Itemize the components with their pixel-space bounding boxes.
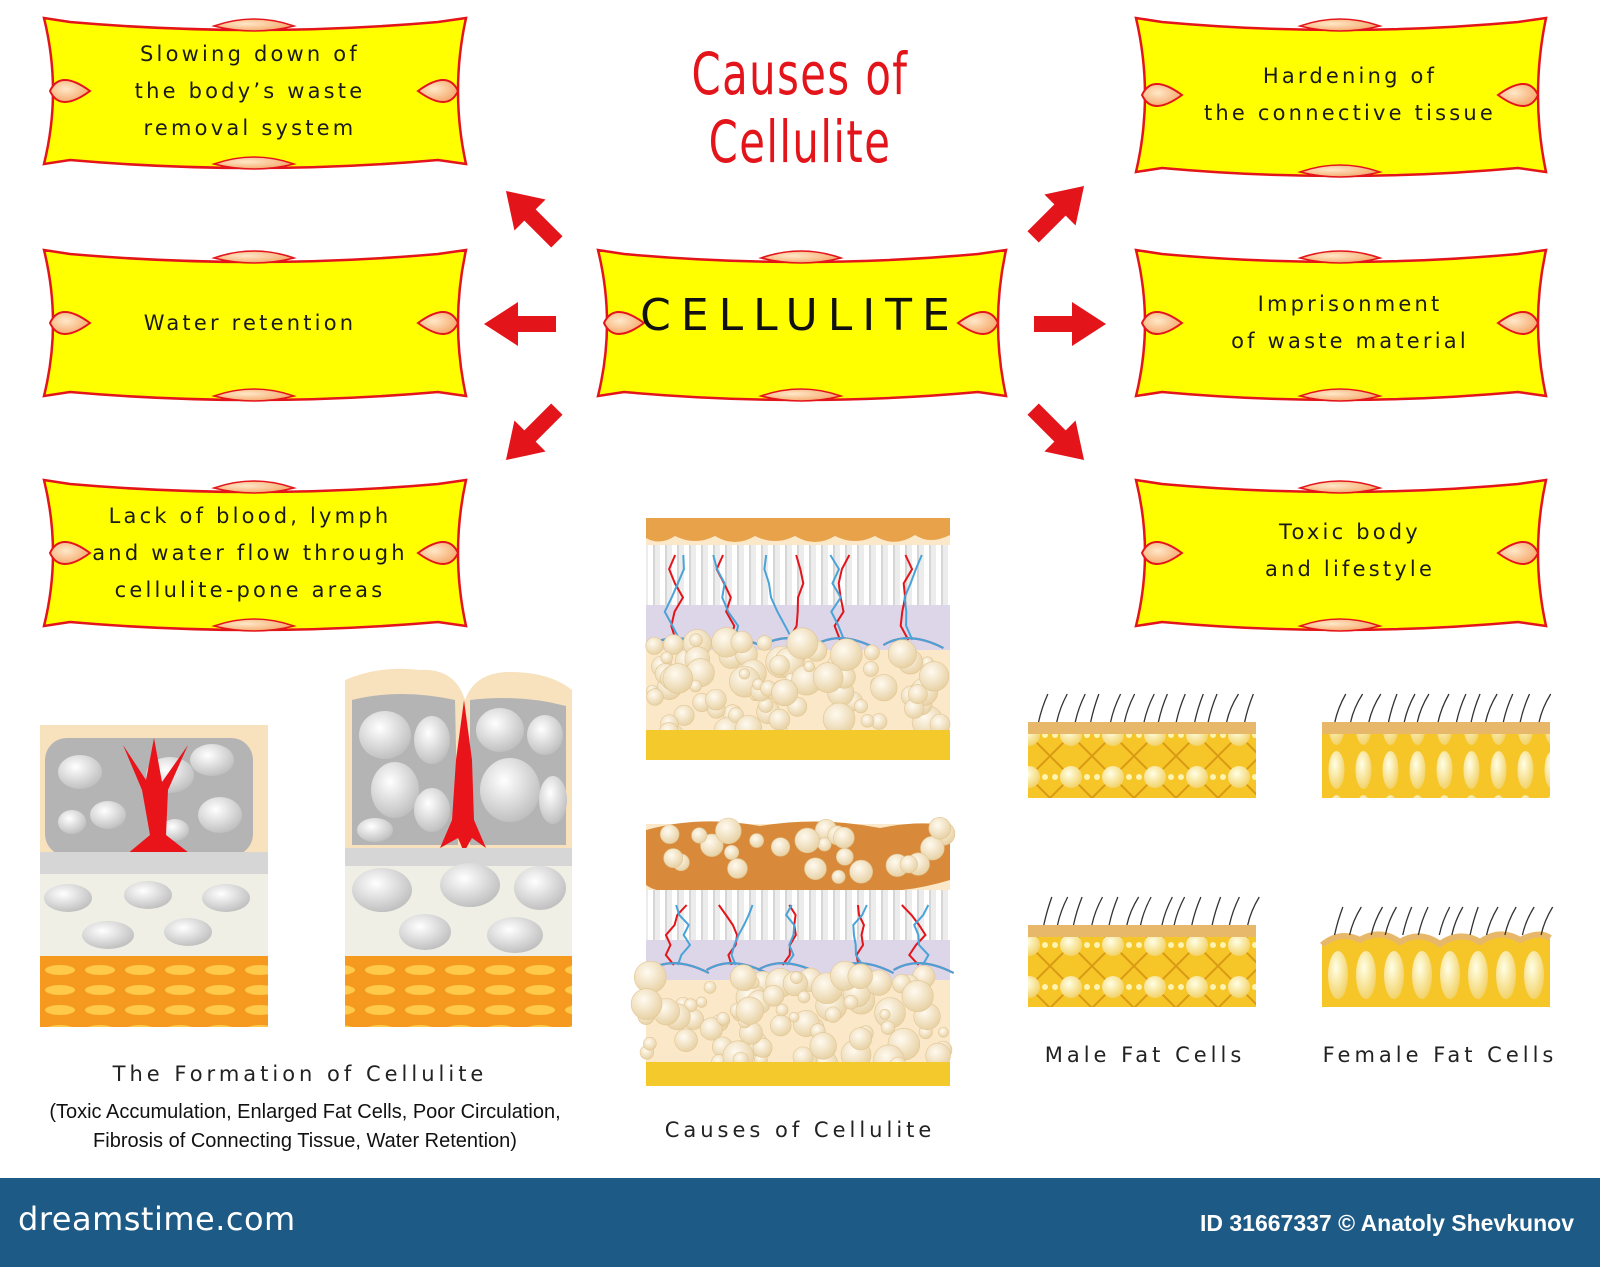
arrow-up-left [505, 190, 563, 248]
cause-banner-water-retention: Water retention [143, 310, 357, 335]
female-fat-cells-caption: Female Fat Cells [1322, 1043, 1558, 1067]
female-fat-cells-illustrations [1320, 722, 1552, 1007]
red-arrows [484, 185, 1106, 461]
cause-banner-blood-lymph-flow: Lack of blood, lymph and water flow thro… [92, 503, 408, 602]
banner-shape-left-1 [42, 16, 468, 170]
banner-shape-left-2 [42, 248, 468, 402]
banner-shape-center [596, 248, 1008, 402]
male-fat-cells-caption: Male Fat Cells [1044, 1043, 1246, 1067]
footer-logo[interactable]: dreamstime.com [18, 1200, 296, 1238]
cause-banner-waste-material: Imprisonment of waste material [1231, 292, 1469, 353]
banner-shape-right-1 [1134, 16, 1548, 178]
footer-bar: dreamstime.com ID 31667337 © Anatoly She… [0, 1178, 1600, 1267]
banner-shape-right-2 [1134, 248, 1548, 402]
formation-caption: The Formation of Cellulite [112, 1062, 488, 1086]
page-title: Causes of Cellulite [691, 40, 909, 176]
arrow-right [1034, 302, 1106, 346]
formation-illustration-normal [40, 725, 268, 1027]
causes-caption: Causes of Cellulite [664, 1118, 936, 1142]
male-fat-cells-illustrations [1028, 722, 1256, 1007]
skin-cross-section-normal [645, 518, 951, 760]
footer-image-id: ID 31667337 © Anatoly Shevkunov [1199, 1210, 1574, 1236]
banner-shape-right-3 [1134, 478, 1548, 632]
arrow-down-left [505, 403, 563, 461]
skin-hairs [1037, 693, 1554, 936]
banner-shape-left-3 [42, 478, 468, 632]
formation-illustration-cellulite [345, 668, 572, 1027]
cause-banner-waste-removal: Slowing down of the body’s waste removal… [134, 41, 366, 140]
banner-scrolls [42, 16, 1548, 632]
formation-subcaption: (Toxic Accumulation, Enlarged Fat Cells,… [49, 1101, 561, 1152]
cause-banner-connective-tissue: Hardening of the connective tissue [1203, 64, 1497, 125]
skin-cross-section-cellulite [630, 817, 956, 1086]
arrow-up-right [1027, 185, 1085, 243]
cause-banner-toxic-lifestyle: Toxic body and lifestyle [1264, 520, 1436, 581]
arrow-down-right [1027, 403, 1085, 461]
arrow-left [484, 302, 556, 346]
center-label-cellulite: CELLULITE [640, 290, 960, 341]
